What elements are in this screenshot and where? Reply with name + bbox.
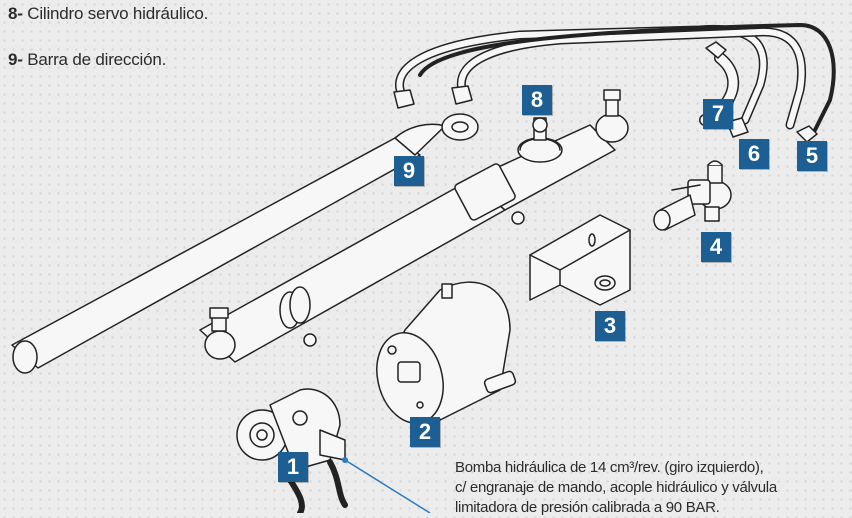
valve-assembly <box>653 160 732 231</box>
leader-line <box>344 459 431 513</box>
pump-caption: Bomba hidráulica de 14 cm³/rev. (giro iz… <box>455 458 852 518</box>
legend-text-8: Cilindro servo hidráulico. <box>22 4 209 23</box>
oil-reservoir <box>376 281 517 424</box>
badge-1: 1 <box>278 452 308 482</box>
badge-5: 5 <box>797 141 827 171</box>
badge-7: 7 <box>703 99 733 129</box>
legend-number-8: 8- <box>8 4 23 23</box>
badge-9: 9 <box>394 156 424 186</box>
leader-dot <box>342 457 348 463</box>
badge-6: 6 <box>739 139 769 169</box>
caption-line-3: limitadora de presión calibrada a 90 BAR… <box>455 499 720 516</box>
caption-line-2: c/ engranaje de mando, acople hidráulico… <box>455 479 777 496</box>
caption-line-1: Bomba hidráulica de 14 cm³/rev. (giro iz… <box>455 459 764 476</box>
badge-4: 4 <box>701 232 731 262</box>
badge-2: 2 <box>410 417 440 447</box>
badge-8: 8 <box>522 85 552 115</box>
steering-bar <box>11 113 479 374</box>
hydraulic-pump <box>236 388 348 513</box>
mounting-bracket <box>529 214 631 306</box>
badge-3: 3 <box>595 311 625 341</box>
servo-cylinder <box>199 89 629 363</box>
legend-item-9: 9- Barra de dirección. <box>8 50 166 70</box>
legend-number-9: 9- <box>8 50 23 69</box>
legend-item-8: 8- Cilindro servo hidráulico. <box>8 4 208 24</box>
legend-text-9: Barra de dirección. <box>22 50 167 69</box>
